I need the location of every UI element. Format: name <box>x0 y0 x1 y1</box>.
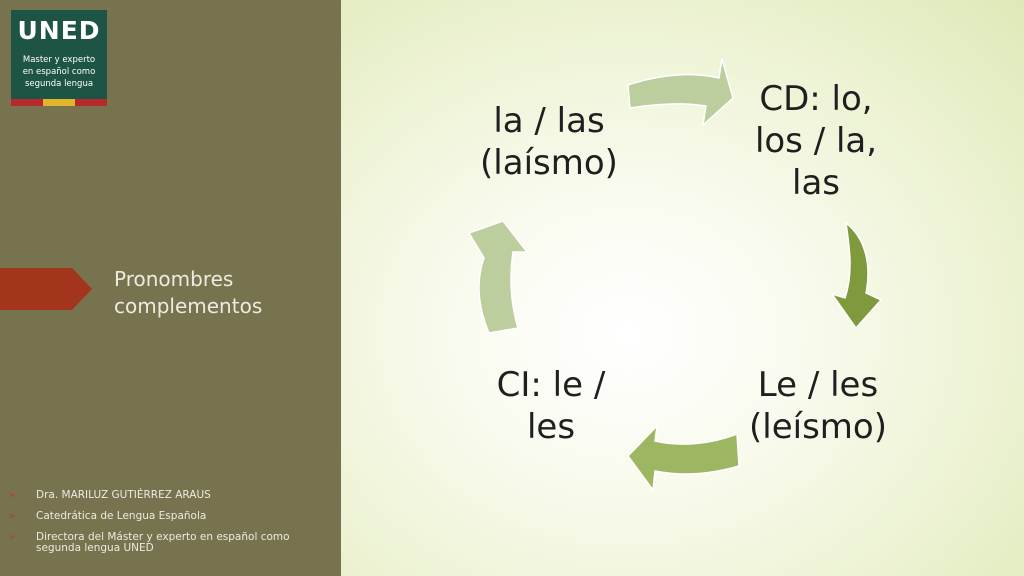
cycle-node-leismo: Le / les (leísmo) <box>733 364 903 448</box>
node-line: los / la, <box>754 121 878 161</box>
arrow-left-icon <box>467 220 529 334</box>
credit-text: Catedrática de Lengua Española <box>36 510 207 522</box>
logo-subtitle-line: en español como <box>22 67 96 77</box>
section-title-line: Pronombres <box>114 267 234 291</box>
node-line: CI: le / <box>496 365 606 405</box>
logo-title: UNED <box>17 16 101 45</box>
credit-item: ➢ Dra. MARILUZ GUTIÉRREZ ARAUS <box>8 489 334 502</box>
node-line: la / las <box>493 101 605 141</box>
diagram-area: CD: lo, los / la, las Le / les (leísmo) … <box>341 0 1024 576</box>
uned-logo: UNED Master y experto en español como se… <box>11 10 107 106</box>
logo-flag-stripe <box>11 99 107 106</box>
arrow-top-icon <box>627 58 734 127</box>
section-title-line: complementos <box>114 294 263 318</box>
cycle-node-cd: CD: lo, los / la, las <box>731 78 901 204</box>
node-line: las <box>792 163 840 203</box>
node-line: les <box>526 407 576 447</box>
node-line: (laísmo) <box>480 143 618 183</box>
credit-item: ➢ Catedrática de Lengua Española <box>8 510 334 523</box>
node-line: Le / les <box>757 365 879 405</box>
arrow-right-icon <box>830 221 883 330</box>
logo-subtitle: Master y experto en español como segunda… <box>13 54 105 90</box>
arrow-bullet-icon: ➢ <box>8 490 17 501</box>
sidebar-panel: UNED Master y experto en español como se… <box>0 0 341 576</box>
section-title: Pronombres complementos <box>114 266 334 320</box>
node-line: CD: lo, <box>759 79 873 119</box>
section-marker-arrow <box>0 268 92 310</box>
credit-text: Dra. MARILUZ GUTIÉRREZ ARAUS <box>36 489 211 501</box>
arrow-bottom-icon <box>627 423 740 493</box>
logo-subtitle-line: Master y experto <box>22 55 96 65</box>
node-line: (leísmo) <box>749 407 887 447</box>
cycle-node-ci: CI: le / les <box>471 364 631 448</box>
cycle-arrows <box>467 58 883 493</box>
arrow-bullet-icon: ➢ <box>8 532 17 543</box>
logo-subtitle-line: segunda lengua <box>24 79 94 89</box>
arrow-bullet-icon: ➢ <box>8 511 17 522</box>
cycle-node-laismo: la / las (laísmo) <box>469 100 629 184</box>
credit-text: Directora del Máster y experto en españo… <box>36 531 290 554</box>
credit-item: ➢ Directora del Máster y experto en espa… <box>8 532 334 554</box>
credits-list: ➢ Dra. MARILUZ GUTIÉRREZ ARAUS ➢ Catedrá… <box>8 490 334 564</box>
